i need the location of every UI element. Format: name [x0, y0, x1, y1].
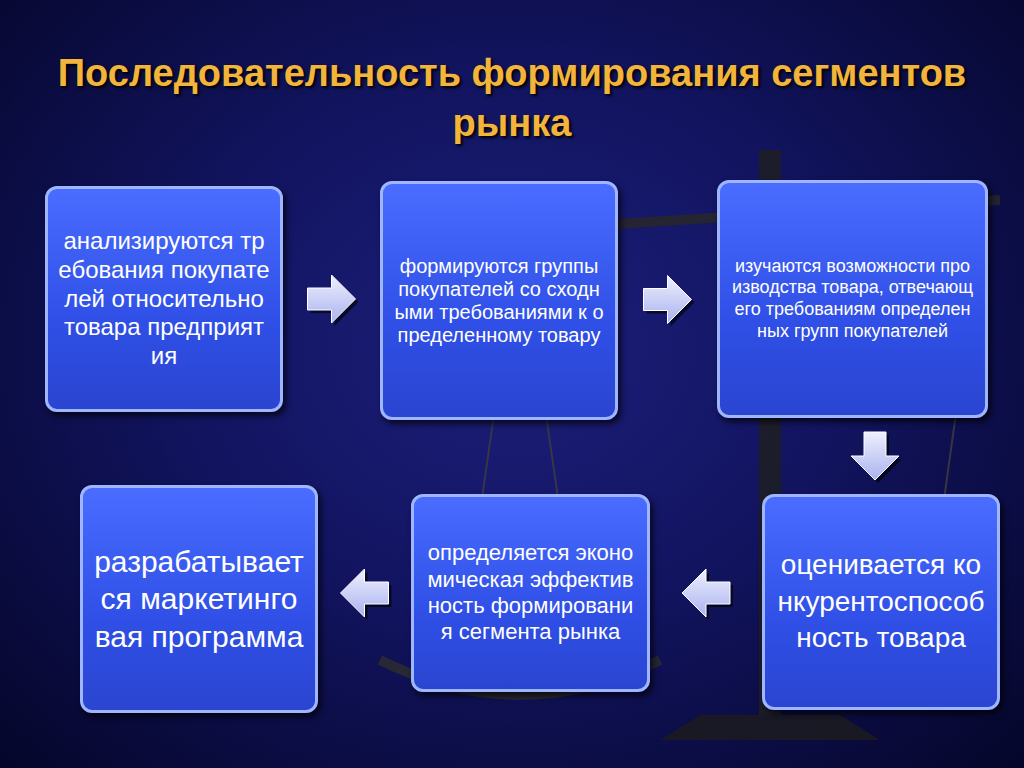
box-text: анализируются требования покупателей отн…	[58, 227, 270, 371]
flow-arrow	[341, 569, 392, 620]
box-text: определяется экономическая эффективность…	[424, 540, 637, 646]
diagram-title: Последовательность формирования сегменто…	[40, 48, 984, 148]
process-box: оценивается конкурентоспособность товара	[762, 494, 1000, 710]
process-box: изучаются возможности производства товар…	[717, 180, 988, 418]
box-text: оценивается конкурентоспособность товара	[775, 547, 987, 656]
flow-arrow	[308, 275, 359, 326]
flow-arrow	[682, 569, 733, 620]
process-box: формируются группы покупателей со сходны…	[380, 181, 618, 420]
process-box: разрабатывается маркетинговая программа	[80, 485, 318, 713]
box-text: формируются группы покупателей со сходны…	[393, 255, 605, 347]
process-box: анализируются требования покупателей отн…	[45, 186, 283, 412]
flow-arrow	[851, 432, 902, 483]
box-text: изучаются возможности производства товар…	[730, 256, 975, 342]
process-box: определяется экономическая эффективность…	[411, 494, 650, 692]
box-text: разрабатывается маркетинговая программа	[93, 543, 305, 656]
flow-arrow	[644, 276, 695, 327]
